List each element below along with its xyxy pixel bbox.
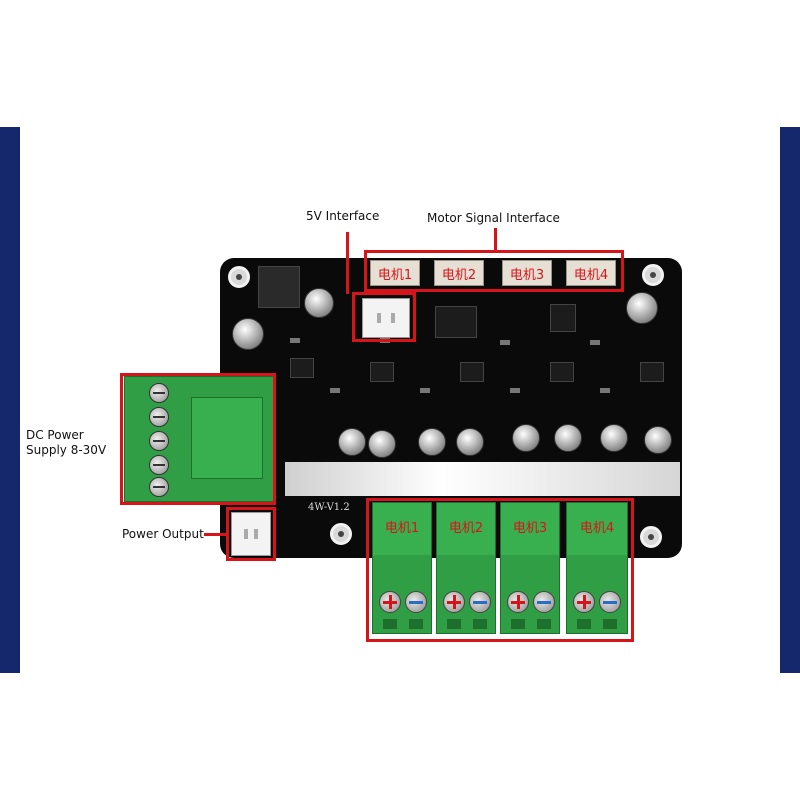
capacitor	[600, 424, 628, 452]
plus-screw-icon	[507, 591, 529, 613]
connector-pin	[391, 313, 395, 323]
plus-screw-icon	[379, 591, 401, 613]
motor-header-4: 电机4	[566, 260, 616, 286]
motor-header-2: 电机2	[434, 260, 484, 286]
minus-screw-icon	[405, 591, 427, 613]
capacitor	[512, 424, 540, 452]
terminal-top	[567, 503, 627, 555]
wire-slot	[383, 619, 397, 629]
screw-icon	[149, 431, 169, 451]
mount-hole-top-left	[228, 266, 250, 288]
mosfet	[640, 362, 664, 382]
smd-resistor	[420, 388, 430, 393]
motor-terminal-2: 电机2	[436, 502, 496, 634]
smd-resistor	[500, 340, 510, 345]
capacitor-100-35v	[232, 318, 264, 350]
minus-screw-icon	[599, 591, 621, 613]
terminal-top	[373, 503, 431, 555]
mosfet	[370, 362, 394, 382]
plus-screw-icon	[443, 591, 465, 613]
smd-resistor	[590, 340, 600, 345]
wire-slot	[473, 619, 487, 629]
highlight-5v-interface	[352, 292, 416, 342]
minus-screw-icon	[533, 591, 555, 613]
left-border-bar	[0, 127, 20, 673]
leader-line-power-output	[204, 533, 226, 536]
motor-header-1: 电机1	[370, 260, 420, 286]
motor-header-3: 电机3	[502, 260, 552, 286]
mount-hole-bottom-left	[330, 523, 352, 545]
wire-slot	[537, 619, 551, 629]
smd-resistor	[600, 388, 610, 393]
wire-slot	[409, 619, 423, 629]
label-5v-interface: 5V Interface	[306, 209, 380, 223]
connector-pin	[244, 529, 248, 539]
smd-resistor	[330, 388, 340, 393]
mount-hole-bottom-right	[640, 526, 662, 548]
terminal-label: 电机4	[579, 521, 615, 536]
inductor	[258, 266, 300, 308]
mosfet	[290, 358, 314, 378]
leader-line-5v	[346, 232, 349, 294]
screw-icon	[149, 407, 169, 427]
capacitor	[554, 424, 582, 452]
right-border-bar	[780, 127, 800, 673]
motor-header-label: 电机4	[573, 268, 609, 283]
wire-slot	[577, 619, 591, 629]
capacitor	[338, 428, 366, 456]
terminal-label: 电机3	[512, 521, 548, 536]
highlight-motor-terminals	[366, 498, 634, 642]
connector-pin	[377, 313, 381, 323]
capacitor-right	[626, 292, 658, 324]
terminal-housing	[191, 397, 263, 479]
terminal-label: 电机1	[384, 521, 420, 536]
dc-power-terminal	[124, 376, 274, 502]
plus-screw-icon	[573, 591, 595, 613]
smd-resistor	[510, 388, 520, 393]
label-power-output: Power Output	[122, 527, 204, 541]
connector-pin	[254, 529, 258, 539]
terminal-top	[501, 503, 559, 555]
mount-hole-top-right	[642, 264, 664, 286]
terminal-top	[437, 503, 495, 555]
capacitor	[456, 428, 484, 456]
mosfet	[550, 362, 574, 382]
power-output-connector	[231, 512, 271, 556]
capacitor	[418, 428, 446, 456]
silkscreen-strip	[285, 462, 680, 496]
terminal-label: 电机2	[448, 521, 484, 536]
wire-slot	[447, 619, 461, 629]
motor-terminal-3: 电机3	[500, 502, 560, 634]
regulator-ic	[550, 304, 576, 332]
screw-icon	[149, 383, 169, 403]
highlight-dc-power	[120, 373, 276, 505]
capacitor	[368, 430, 396, 458]
label-motor-signal-interface: Motor Signal Interface	[427, 211, 560, 225]
highlight-power-output	[226, 507, 276, 561]
wire-slot	[511, 619, 525, 629]
motor-terminal-4: 电机4	[566, 502, 628, 634]
smd-resistor	[290, 338, 300, 343]
capacitor	[304, 288, 334, 318]
capacitor	[644, 426, 672, 454]
wire-slot	[603, 619, 617, 629]
board-version: 4W-V1.2	[308, 502, 350, 513]
driver-ic	[435, 306, 477, 338]
leader-line-motor-signal	[494, 228, 497, 250]
highlight-motor-signal-interface	[364, 250, 624, 292]
label-dc-power-supply: DC Power Supply 8-30V	[26, 428, 107, 457]
minus-screw-icon	[469, 591, 491, 613]
mosfet	[460, 362, 484, 382]
motor-header-label: 电机1	[377, 268, 413, 283]
five-v-connector	[362, 298, 410, 338]
screw-icon	[149, 477, 169, 497]
motor-header-label: 电机3	[509, 268, 545, 283]
motor-header-label: 电机2	[441, 268, 477, 283]
motor-terminal-1: 电机1	[372, 502, 432, 634]
screw-icon	[149, 455, 169, 475]
